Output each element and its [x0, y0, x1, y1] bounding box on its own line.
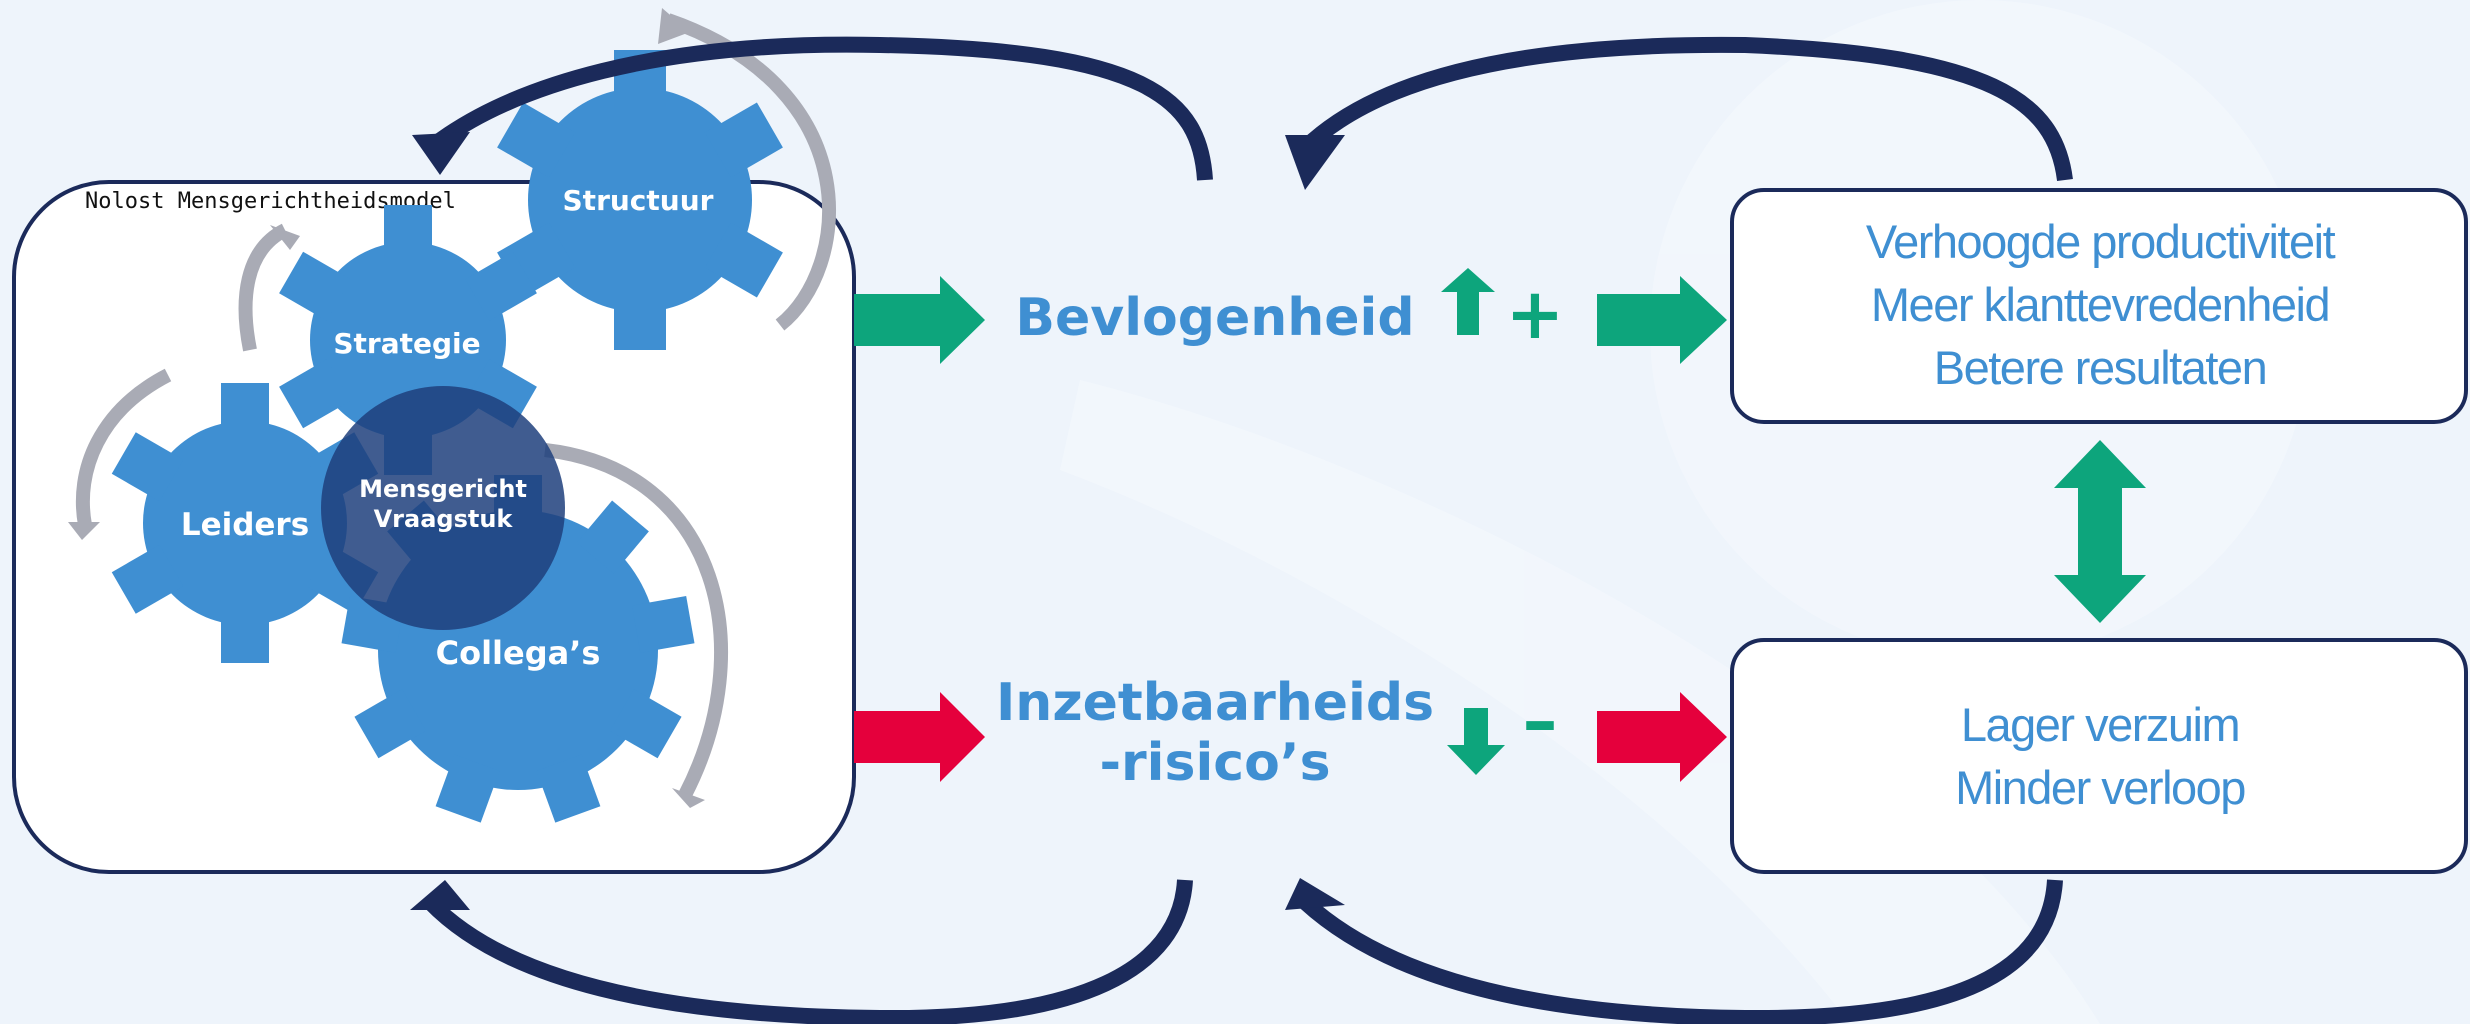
- outcome-bottom-line2: Minder verloop: [1955, 761, 2245, 814]
- gray-arrow-collegas: [544, 443, 728, 799]
- up-arrow-icon: [1441, 268, 1495, 335]
- down-arrow-icon: [1447, 708, 1505, 775]
- outcome-bottom-line1: Lager verzuim: [1961, 698, 2239, 751]
- plus-sign: +: [1506, 273, 1565, 355]
- arrow-model-to-risico: [854, 692, 985, 782]
- arrow-bevlogenheid-to-outcomes: [1597, 276, 1727, 364]
- outcome-box-top: [1730, 188, 2468, 424]
- minus-sign: –: [1523, 680, 1558, 762]
- outcome-top-line2: Meer klanttevredenheid: [1871, 278, 2329, 331]
- arrow-risico-to-outcomes: [1597, 692, 1727, 782]
- gear-label-structuur: Structuur: [563, 184, 714, 217]
- center-circle: [321, 386, 565, 630]
- outcome-box-bottom: [1730, 638, 2468, 874]
- double-arrow-outcomes: [2054, 440, 2146, 623]
- label-inzet-line2: -risico’s: [1099, 733, 1330, 793]
- arrow-model-to-bevlogenheid: [854, 276, 985, 364]
- feedback-arrowheads: [410, 132, 1345, 910]
- loop-top-right: [1299, 36, 2073, 182]
- loop-top-left: [425, 36, 1213, 181]
- gear-label-leiders: Leiders: [181, 507, 309, 543]
- outcome-top-line1: Verhoogde productiviteit: [1866, 215, 2336, 268]
- loop-bottom-right: [1299, 879, 2063, 1024]
- label-bevlogenheid: Bevlogenheid: [1015, 288, 1414, 348]
- label-inzet-line1: Inzetbaarheids: [996, 673, 1434, 733]
- gear-label-strategie: Strategie: [333, 327, 480, 360]
- gray-arrow-strategie: [238, 223, 289, 352]
- outcome-top-line3: Betere resultaten: [1934, 341, 2266, 394]
- loop-bottom-left: [424, 879, 1193, 1024]
- center-label-line2: Vraagstuk: [374, 505, 514, 533]
- gray-arrow-leiders: [75, 368, 172, 527]
- gray-arrowheads: [68, 8, 705, 808]
- center-label-line1: Mensgericht: [359, 475, 527, 503]
- feedback-loops: [424, 36, 2073, 1024]
- gear-structuur: [497, 50, 783, 350]
- gear-label-collegas: Collega’s: [436, 634, 601, 672]
